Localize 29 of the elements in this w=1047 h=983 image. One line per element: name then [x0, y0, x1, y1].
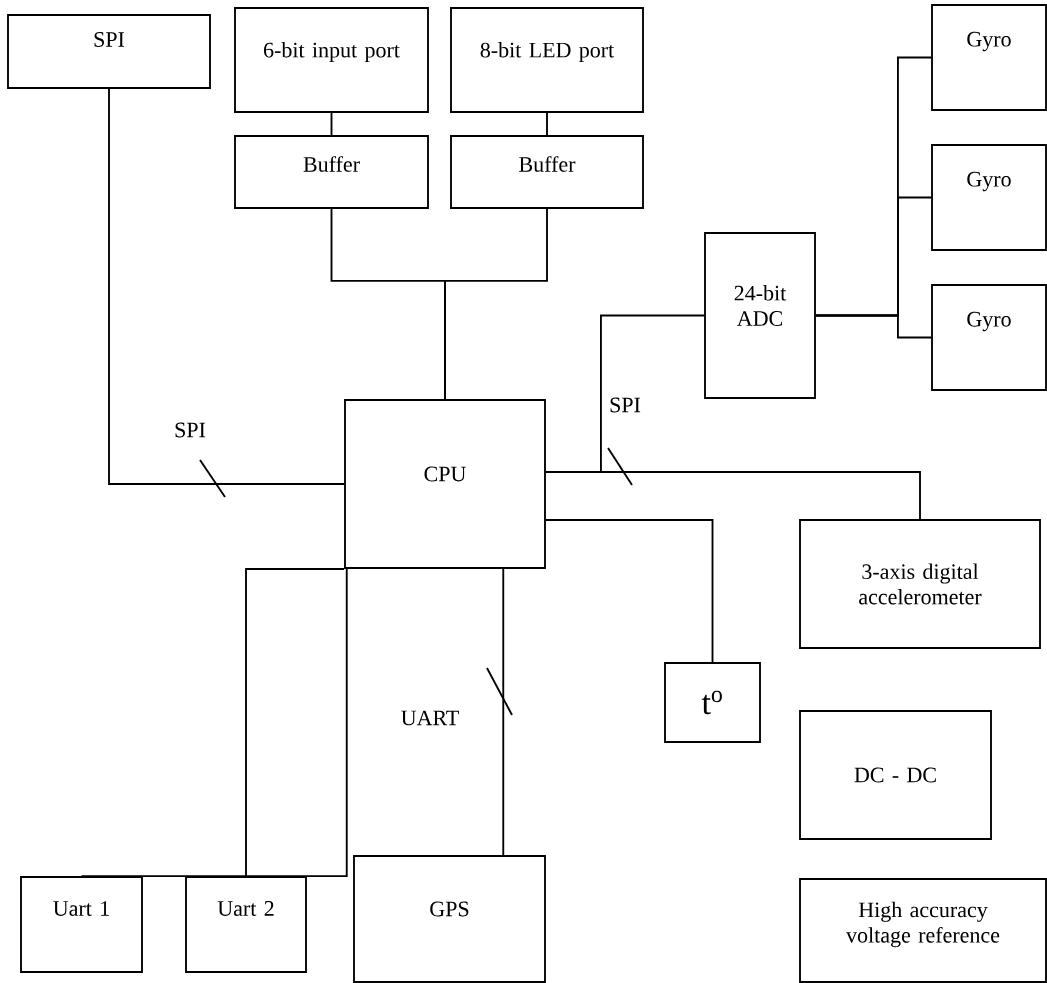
block-box: Gyro	[931, 284, 1047, 391]
block-box: DC - DC	[799, 710, 992, 840]
edge-label: UART	[401, 710, 459, 726]
block-box: 24-bit ADC	[704, 232, 816, 399]
connector-line	[245, 568, 345, 877]
connector-line	[330, 112, 333, 136]
block-box: SPI	[7, 14, 211, 89]
block-box: Uart 2	[185, 876, 307, 973]
connector-line	[545, 519, 714, 663]
block-box: Uart 1	[20, 876, 143, 973]
block-box: Buffer	[234, 135, 429, 209]
block-box: 6-bit input port	[234, 7, 429, 113]
connector-line	[502, 568, 505, 856]
connector-line	[80, 568, 348, 877]
connector-line	[444, 208, 548, 400]
block-box: t$^{o}$	[664, 662, 761, 743]
block-box: GPS	[353, 855, 546, 983]
block-box: CPU	[344, 399, 546, 569]
block-box: Gyro	[931, 144, 1047, 251]
block-box: High accuracy voltage reference	[799, 878, 1047, 983]
edge-label: SPI	[175, 422, 206, 438]
block-box: 8-bit LED port	[450, 7, 644, 113]
block-box: Buffer	[450, 135, 644, 209]
connector-line	[815, 314, 932, 339]
block-box: 3-axis digital accelerometer	[799, 519, 1041, 649]
connector-line	[108, 88, 345, 485]
connector-line	[546, 112, 548, 136]
edge-label: SPI	[610, 397, 641, 413]
block-box: Gyro	[931, 4, 1047, 111]
